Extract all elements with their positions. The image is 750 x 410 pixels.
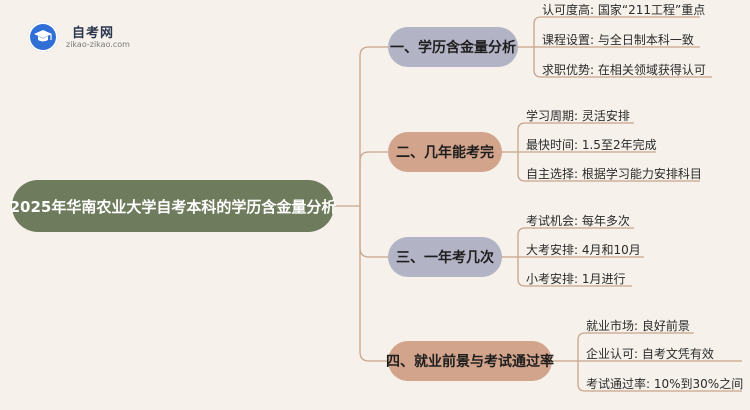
leaf-3-3[interactable]: 小考安排: 1月进行 xyxy=(526,272,626,286)
leaf-2-3[interactable]: 自主选择: 根据学习能力安排科目 xyxy=(526,167,702,181)
root-topic[interactable]: 2025年华南农业大学自考本科的学历含金量分析 xyxy=(10,180,336,232)
graduation-cap-icon xyxy=(28,22,58,52)
leaf-1-2[interactable]: 课程设置: 与全日制本科一致 xyxy=(542,33,694,47)
site-logo[interactable]: 自考网 zikao-zikao.com xyxy=(28,20,168,54)
leaf-3-2[interactable]: 大考安排: 4月和10月 xyxy=(526,243,641,257)
branch-topic-1[interactable]: 一、学历含金量分析 xyxy=(388,27,518,67)
connector-branch-2 xyxy=(359,151,388,206)
branch-topic-2[interactable]: 二、几年能考完 xyxy=(388,132,502,172)
logo-subtitle: zikao-zikao.com xyxy=(66,40,130,49)
leaf-4-1[interactable]: 就业市场: 良好前景 xyxy=(586,319,690,333)
connector-branch-1 xyxy=(359,46,388,206)
connector-branch-3 xyxy=(359,206,388,258)
branch-topic-3[interactable]: 三、一年考几次 xyxy=(388,237,502,277)
leaf-1-1[interactable]: 认可度高: 国家“211工程”重点 xyxy=(542,3,706,17)
leaf-3-1[interactable]: 考试机会: 每年多次 xyxy=(526,214,630,228)
leaf-2-2[interactable]: 最快时间: 1.5至2年完成 xyxy=(526,138,657,152)
logo-title: 自考网 xyxy=(72,26,115,41)
branch-topic-4[interactable]: 四、就业前景与考试通过率 xyxy=(386,341,554,381)
leaf-4-3[interactable]: 考试通过率: 10%到30%之间 xyxy=(586,377,744,391)
leaf-2-1[interactable]: 学习周期: 灵活安排 xyxy=(526,109,630,123)
leaf-1-3[interactable]: 求职优势: 在相关领域获得认可 xyxy=(542,63,706,77)
leaf-4-2[interactable]: 企业认可: 自考文凭有效 xyxy=(586,347,714,361)
connector-branch-4 xyxy=(359,206,388,362)
